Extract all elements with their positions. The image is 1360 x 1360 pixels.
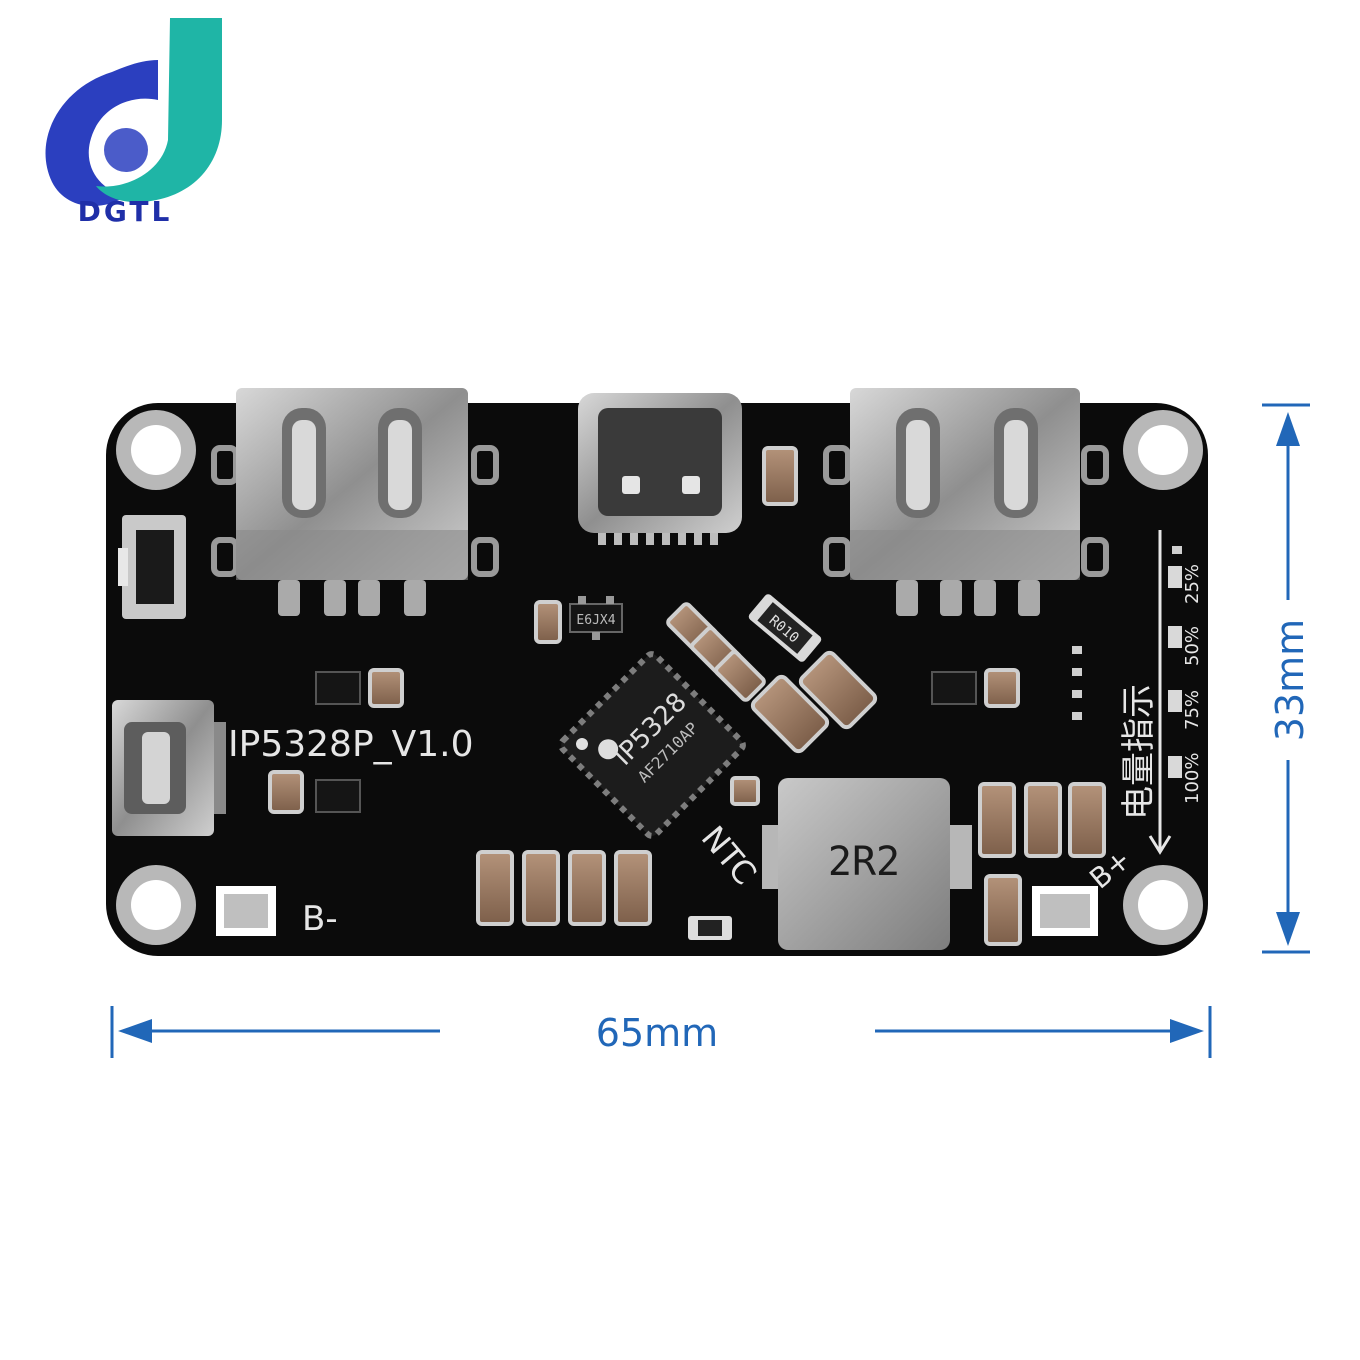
battery-indicator: 电量指示 100% 75% 50% 25% (1119, 530, 1203, 855)
pcb-board: IP5328 AF2710AP 2R2 R010 E6JX4 (106, 388, 1208, 956)
mounting-hole (116, 410, 196, 490)
ip5328-chip: IP5328 AF2710AP (558, 651, 746, 839)
small-transistor (315, 779, 361, 813)
logo-blue-swirl (45, 60, 158, 207)
logo-teal-swirl (96, 18, 222, 203)
usb-a-port-left (211, 388, 499, 616)
small-transistor (315, 671, 361, 705)
indicator-resistors (1072, 546, 1182, 720)
indicator-level-25: 25% (1182, 564, 1203, 604)
battery-pad-positive (1032, 886, 1098, 936)
indicator-level-100: 100% (1182, 753, 1203, 804)
sense-resistor: R010 (748, 594, 822, 662)
board-model-label: IP5328P_V1.0 (228, 724, 474, 765)
mounting-hole (1123, 410, 1203, 490)
inductor-label: 2R2 (828, 839, 900, 885)
tact-switch (118, 515, 186, 619)
indicator-level-50: 50% (1182, 626, 1203, 666)
b-minus-label: B- (302, 899, 338, 939)
capacitor-group-rotated (666, 602, 878, 754)
usb-c-port (578, 393, 742, 545)
regulator-code: E6JX4 (576, 613, 615, 628)
battery-pad-negative (216, 886, 276, 936)
small-transistor (931, 671, 977, 705)
capacitor-group (268, 446, 1106, 946)
led-column (1168, 566, 1182, 778)
dimension-width: 65mm (110, 1006, 1212, 1058)
small-transistor: E6JX4 (569, 596, 623, 640)
logo-text: DGTL (78, 195, 173, 228)
usb-a-port-right (823, 388, 1109, 616)
mounting-hole (116, 865, 196, 945)
height-label: 33mm (1268, 619, 1312, 741)
mounting-hole (1123, 865, 1203, 945)
width-label: 65mm (596, 1011, 718, 1055)
dgtl-logo: DGTL (45, 18, 222, 228)
micro-usb-port (112, 700, 226, 836)
indicator-level-75: 75% (1182, 690, 1203, 730)
inductor: 2R2 (762, 778, 972, 950)
dimension-height: 33mm (1262, 403, 1312, 954)
indicator-title: 电量指示 (1119, 684, 1159, 820)
